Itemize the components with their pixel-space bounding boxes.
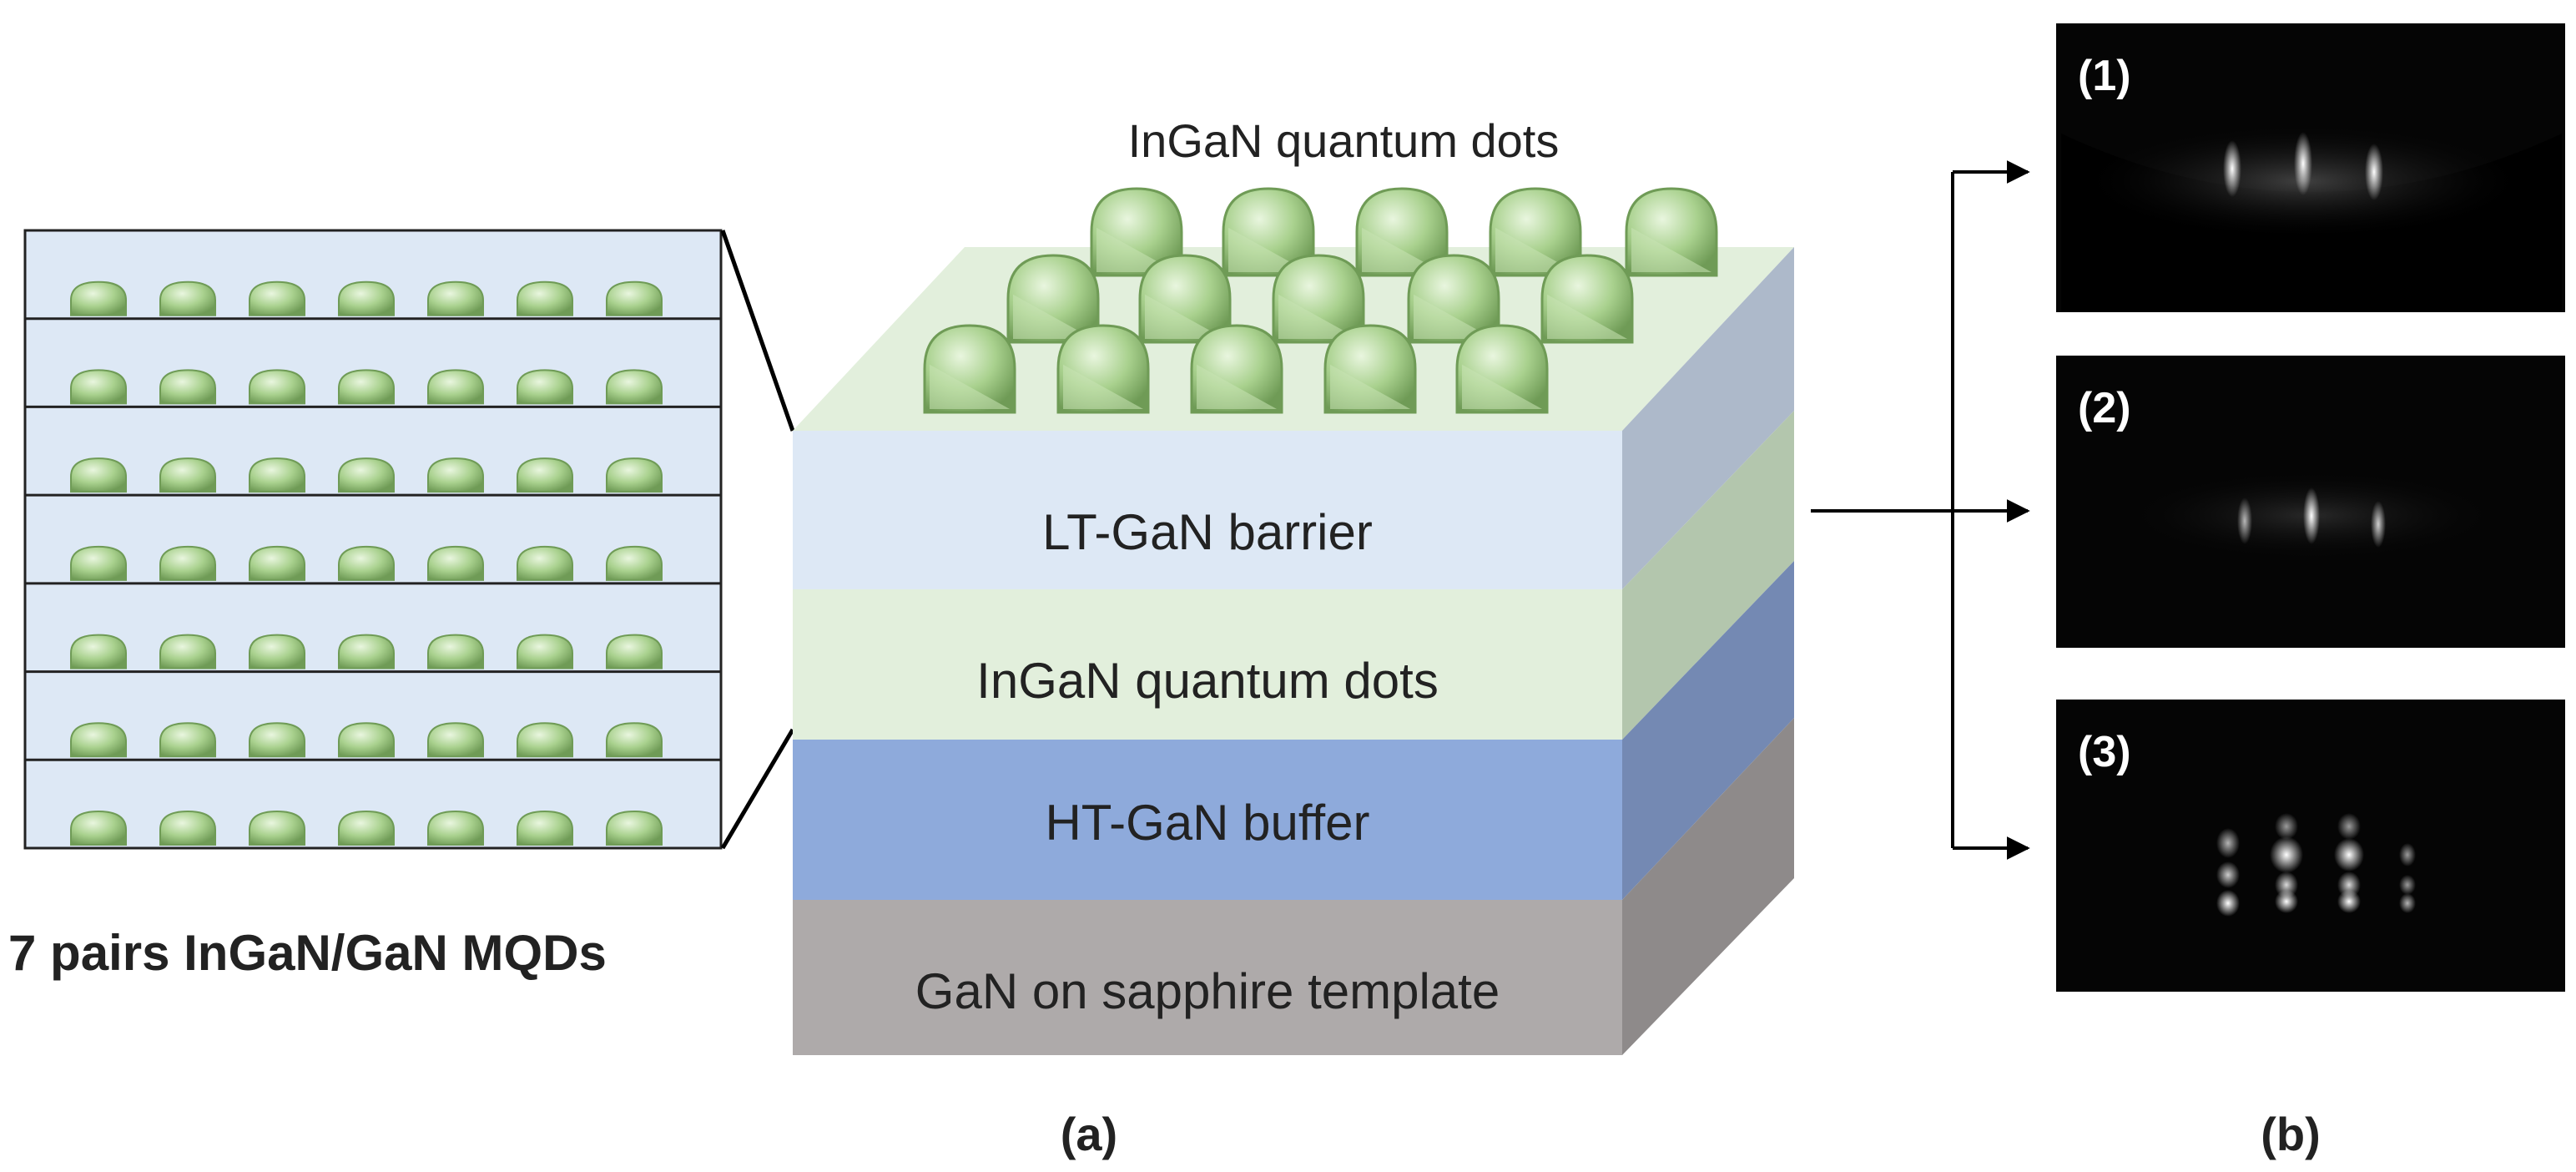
surface-quantum-dot-facet <box>1197 364 1277 409</box>
label-ht-gan-buffer: HT-GaN buffer <box>1045 795 1369 851</box>
pair-quantum-dot <box>159 810 216 846</box>
surface-quantum-dot-facet <box>1330 364 1410 409</box>
layer-ht-gan-buffer <box>793 740 1622 900</box>
layer-gan-template <box>793 900 1622 1055</box>
pair-quantum-dot <box>427 457 484 493</box>
label-lt-gan-barrier: LT-GaN barrier <box>1042 504 1373 560</box>
pair-quantum-dot <box>606 722 663 758</box>
pair-quantum-dot <box>338 280 395 316</box>
pair-quantum-dot <box>517 369 573 405</box>
pair-quantum-dot <box>427 369 484 405</box>
pair-quantum-dot <box>249 810 305 846</box>
layer-ingan-quantum-dots <box>793 589 1622 740</box>
rheed-3-spots <box>2216 813 2416 917</box>
pair-quantum-dot <box>70 545 127 581</box>
pair-quantum-dot <box>159 545 216 581</box>
caption-b: (b) <box>2261 1108 2321 1160</box>
pair-quantum-dot <box>517 634 573 669</box>
surface-quantum-dot-facet <box>1631 227 1711 272</box>
surface-quantum-dot-facet <box>1414 294 1494 339</box>
pair-quantum-dot <box>159 634 216 669</box>
pair-quantum-dot <box>249 634 305 669</box>
pair-quantum-dot <box>70 722 127 758</box>
layer-stack <box>793 187 1794 1055</box>
pair-quantum-dot <box>159 722 216 758</box>
rheed-3-label: (3) <box>2078 728 2131 776</box>
pair-quantum-dot <box>249 722 305 758</box>
surface-quantum-dot-facet <box>1462 364 1542 409</box>
pair-quantum-dot <box>517 457 573 493</box>
qd-layer-side-face <box>1622 411 1794 740</box>
pair-quantum-dot <box>338 457 395 493</box>
pair-quantum-dot <box>159 457 216 493</box>
surface-quantum-dots <box>923 187 1718 414</box>
rheed-1-label: (1) <box>2078 52 2131 100</box>
surface-quantum-dot-facet <box>1228 227 1308 272</box>
mqd-pairs-caption: 7 pairs InGaN/GaN MQDs <box>8 925 607 981</box>
pair-quantum-dot <box>517 545 573 581</box>
rheed-panel-3: (3) <box>2056 700 2565 992</box>
pair-quantum-dot <box>606 545 663 581</box>
top-qd-label: InGaN quantum dots <box>1128 114 1560 167</box>
zoom-line-bottom <box>720 728 795 850</box>
pair-quantum-dot <box>249 369 305 405</box>
pair-quantum-dot <box>517 722 573 758</box>
pair-quantum-dot <box>427 545 484 581</box>
layer-lt-gan-barrier <box>793 431 1622 589</box>
surface-quantum-dot-facet <box>1145 294 1225 339</box>
pair-quantum-dot <box>606 280 663 316</box>
zoom-line-top <box>720 230 795 432</box>
template-side-face <box>1622 718 1794 1055</box>
pair-quantum-dot <box>70 280 127 316</box>
pair-quantum-dot <box>427 810 484 846</box>
pair-quantum-dot <box>338 722 395 758</box>
buffer-side-face <box>1622 561 1794 900</box>
pair-quantum-dot <box>338 810 395 846</box>
rheed-2-label: (2) <box>2078 384 2131 432</box>
surface-quantum-dot-facet <box>1495 227 1575 272</box>
label-ingan-quantum-dots: InGaN quantum dots <box>976 653 1439 709</box>
pair-quantum-dot <box>159 280 216 316</box>
barrier-side-face <box>1622 247 1794 589</box>
pair-quantum-dot <box>249 457 305 493</box>
caption-a: (a) <box>1061 1108 1117 1160</box>
surface-quantum-dot-facet <box>1278 294 1359 339</box>
surface-quantum-dot-facet <box>930 364 1010 409</box>
pair-quantum-dot <box>427 634 484 669</box>
pair-quantum-dot <box>606 369 663 405</box>
surface-quantum-dot-facet <box>1362 227 1442 272</box>
rheed-panel-2: (2) <box>2056 356 2565 648</box>
pair-quantum-dot <box>70 457 127 493</box>
pair-quantum-dot <box>249 545 305 581</box>
pair-quantum-dot <box>70 810 127 846</box>
surface-quantum-dot-facet <box>1547 294 1627 339</box>
pair-quantum-dot <box>517 280 573 316</box>
pair-quantum-dot <box>249 280 305 316</box>
pair-quantum-dot <box>70 634 127 669</box>
mqd-pairs-panel <box>23 229 723 850</box>
pair-quantum-dot <box>606 810 663 846</box>
rheed-panel-1: (1) <box>2056 23 2565 312</box>
pair-quantum-dot <box>606 457 663 493</box>
label-gan-template: GaN on sapphire template <box>915 963 1500 1019</box>
pair-rows <box>25 280 721 846</box>
pair-quantum-dot <box>517 810 573 846</box>
pair-quantum-dot <box>338 545 395 581</box>
pair-quantum-dot <box>70 369 127 405</box>
pair-quantum-dot <box>338 369 395 405</box>
pair-quantum-dot <box>606 634 663 669</box>
surface-quantum-dot-facet <box>1063 364 1143 409</box>
rheed-arrows <box>1811 160 2030 860</box>
pair-quantum-dot <box>159 369 216 405</box>
pair-quantum-dot <box>338 634 395 669</box>
pair-quantum-dot <box>427 722 484 758</box>
surface-quantum-dot-facet <box>1013 294 1093 339</box>
pair-quantum-dot <box>427 280 484 316</box>
